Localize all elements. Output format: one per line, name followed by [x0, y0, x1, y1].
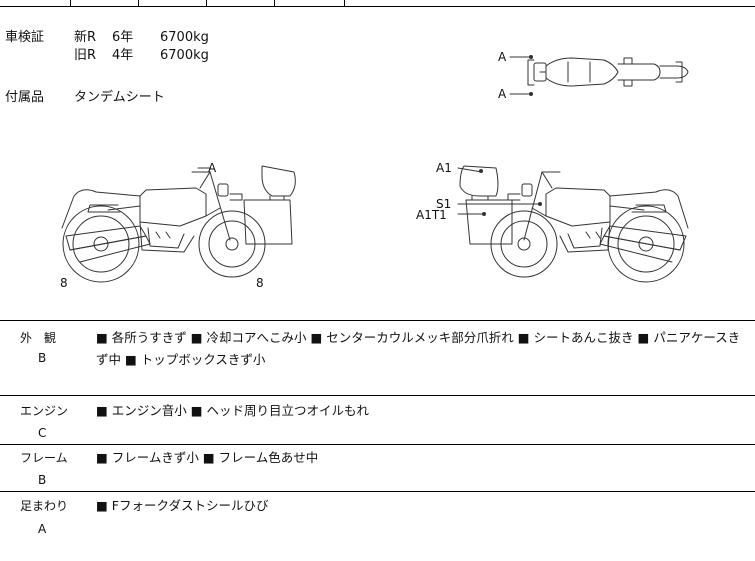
condition-grade: B	[38, 351, 47, 365]
top-view-label: A	[498, 87, 507, 101]
condition-text: ■ Fフォークダストシールひび	[96, 498, 269, 513]
top-view-label: A	[498, 50, 507, 64]
registration-kind: 旧R	[74, 48, 97, 63]
top-cell-divider	[70, 0, 71, 6]
registration-years: 6年	[112, 30, 134, 45]
accessories-value: タンデムシート	[74, 90, 165, 105]
top-cell-divider	[138, 0, 139, 6]
condition-grade: A	[38, 522, 47, 536]
registration-label: 車検証	[5, 30, 45, 45]
damage-marker	[529, 92, 533, 96]
accessories-label: 付属品	[5, 90, 45, 105]
row-divider	[0, 444, 755, 445]
top-view-drawing	[527, 57, 689, 87]
right-side-label: A1T1	[416, 208, 447, 222]
top-cell-divider	[274, 0, 275, 6]
condition-text: ■ フレームきず小 ■ フレーム色あせ中	[96, 450, 319, 465]
registration-weight: 6700kg	[160, 48, 209, 63]
leader-line	[457, 167, 483, 173]
damage-marker	[538, 202, 542, 206]
condition-label: フレーム	[20, 451, 68, 465]
left-side-label: A	[208, 161, 217, 175]
damage-marker	[482, 212, 486, 216]
top-cell-divider	[206, 0, 207, 6]
motorcycle-damage-diagram: A A A 8 8 A1 S1 A1T1	[60, 50, 689, 290]
condition-label: 足まわり	[20, 499, 69, 513]
right-side-label: S1	[436, 197, 451, 211]
damage-marker	[529, 55, 533, 59]
condition-label: エンジン	[20, 404, 69, 418]
registration-years: 4年	[112, 48, 134, 63]
left-side-label: 8	[60, 276, 68, 290]
left-side-label: 8	[256, 276, 264, 290]
top-cell-divider	[344, 0, 345, 6]
row-divider	[0, 491, 755, 492]
top-border	[0, 6, 755, 7]
right-side-view-drawing	[459, 165, 689, 283]
damage-marker	[479, 169, 483, 173]
condition-label: 外 観	[20, 331, 57, 345]
condition-grade: B	[38, 473, 47, 487]
section-divider	[0, 320, 755, 321]
condition-text: ■ 各所うすきず ■ 冷却コアへこみ小 ■ センターカウルメッキ部分爪折れ ■ …	[96, 330, 741, 367]
registration-weight: 6700kg	[160, 30, 209, 45]
condition-text: ■ エンジン音小 ■ ヘッド周り目立つオイルもれ	[96, 403, 370, 418]
left-side-view-drawing	[61, 165, 296, 283]
registration-kind: 新R	[74, 30, 97, 45]
row-divider	[0, 395, 755, 396]
condition-grade: C	[38, 426, 47, 440]
right-side-label: A1	[436, 161, 452, 175]
